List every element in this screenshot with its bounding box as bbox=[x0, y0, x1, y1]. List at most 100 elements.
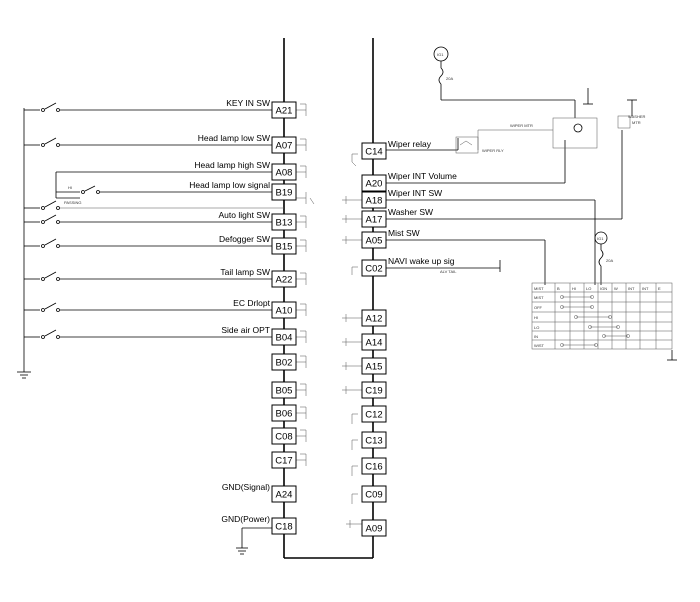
pin-code: C09 bbox=[365, 490, 382, 501]
pin-label: NAVI wake up sig bbox=[388, 256, 455, 266]
acc-tail-label: ALV TAIL bbox=[440, 269, 457, 274]
pin-box bbox=[361, 259, 387, 277]
pin-box bbox=[271, 485, 297, 503]
pin-box bbox=[271, 101, 297, 119]
wiper-motor-label: WIPER MTR bbox=[510, 123, 533, 128]
pin-code: C08 bbox=[275, 432, 292, 443]
table-header: HI bbox=[572, 286, 576, 291]
pin-code: B06 bbox=[276, 409, 293, 420]
pin-code: B04 bbox=[276, 333, 293, 344]
left-pin-B02: B02 bbox=[271, 353, 297, 371]
pin-code: B02 bbox=[276, 358, 293, 369]
right-pin-C09: C09 bbox=[361, 485, 387, 503]
pin-code: C12 bbox=[365, 410, 382, 421]
pin-box bbox=[361, 519, 387, 537]
pin-box bbox=[361, 142, 387, 160]
left-internal-symbols bbox=[296, 103, 315, 466]
left-wiring bbox=[17, 102, 284, 555]
pin-box bbox=[361, 431, 387, 449]
pin-box bbox=[271, 270, 297, 288]
fuse2-label: 20A bbox=[606, 258, 613, 263]
pin-label: Head lamp high SW bbox=[194, 160, 270, 170]
pin-box bbox=[271, 163, 297, 181]
right-pin-A14: A14 bbox=[361, 333, 387, 351]
pin-code: C13 bbox=[365, 436, 382, 447]
pin-code: A12 bbox=[366, 314, 383, 325]
pin-label: Mist SW bbox=[388, 228, 420, 238]
pin-code: B13 bbox=[276, 218, 293, 229]
pin-label: Wiper INT Volume bbox=[388, 171, 457, 181]
pin-box bbox=[361, 381, 387, 399]
right-pin-A20: A20 Wiper INT Volume bbox=[361, 171, 457, 192]
right-internal-symbols bbox=[342, 153, 362, 528]
right-pin-A18: A18 Wiper INT SW bbox=[361, 188, 442, 209]
right-wiring bbox=[386, 46, 677, 361]
pin-code: A05 bbox=[366, 236, 383, 247]
table-row-label: WIST bbox=[534, 343, 545, 348]
pin-box bbox=[271, 213, 297, 231]
table-header: MIST bbox=[534, 286, 544, 291]
pin-box bbox=[271, 136, 297, 154]
pin-box bbox=[271, 183, 297, 201]
pin-box bbox=[271, 517, 297, 535]
pin-box bbox=[361, 309, 387, 327]
right-pin-A17: A17 Washer SW bbox=[361, 207, 433, 228]
pin-label: EC Drlopt bbox=[233, 298, 270, 308]
table-row-label: MIST bbox=[534, 295, 544, 300]
pin-code: C16 bbox=[365, 462, 382, 473]
washer-motor-label-1: WASHER bbox=[628, 114, 646, 119]
pin-code: A21 bbox=[276, 106, 293, 117]
ecu-body bbox=[283, 38, 374, 559]
table-row-label: OFF bbox=[534, 305, 543, 310]
left-pin-C08: C08 bbox=[271, 427, 297, 445]
right-pin-C13: C13 bbox=[361, 431, 387, 449]
passing-label: PASSING bbox=[64, 200, 82, 205]
pin-code: A14 bbox=[366, 338, 383, 349]
small-annotations: HI PASSING ALV TAIL IG1 IG1 20A 20A WIPE… bbox=[64, 52, 646, 274]
table-header: B bbox=[557, 286, 560, 291]
pin-code: C17 bbox=[275, 456, 292, 467]
pin-label: Tail lamp SW bbox=[220, 267, 270, 277]
pin-box bbox=[361, 174, 387, 192]
right-pin-C19: C19 bbox=[361, 381, 387, 399]
pin-code: B15 bbox=[276, 242, 293, 253]
pin-box bbox=[271, 427, 297, 445]
pin-box bbox=[361, 457, 387, 475]
table-header: LO bbox=[586, 286, 591, 291]
pin-label: GND(Power) bbox=[221, 514, 270, 524]
pin-box bbox=[361, 405, 387, 423]
table-header: IGN bbox=[600, 286, 607, 291]
washer-motor-label-2: MTR bbox=[632, 120, 641, 125]
pin-box bbox=[361, 191, 387, 209]
pin-label: Wiper relay bbox=[388, 139, 432, 149]
pin-box bbox=[361, 231, 387, 249]
pin-code: A09 bbox=[366, 524, 383, 535]
right-pin-A15: A15 bbox=[361, 357, 387, 375]
pin-code: A17 bbox=[366, 215, 383, 226]
switch-table bbox=[531, 282, 673, 350]
pin-code: C02 bbox=[365, 264, 382, 275]
pin-code: A20 bbox=[366, 179, 383, 190]
pin-code: A22 bbox=[276, 275, 293, 286]
pin-box bbox=[361, 333, 387, 351]
pin-code: B19 bbox=[276, 188, 293, 199]
wiper-relay-label: WIPER RLY bbox=[482, 148, 504, 153]
table-row-label: IN bbox=[534, 334, 538, 339]
table-row-label: HI bbox=[534, 315, 538, 320]
table-header: INT bbox=[628, 286, 635, 291]
pin-code: A18 bbox=[366, 196, 383, 207]
pin-box bbox=[271, 237, 297, 255]
pin-label: Washer SW bbox=[388, 207, 433, 217]
pin-label: Wiper INT SW bbox=[388, 188, 442, 198]
left-pin-A22: A22 Tail lamp SW bbox=[220, 267, 297, 288]
left-pin-C17: C17 bbox=[271, 451, 297, 469]
